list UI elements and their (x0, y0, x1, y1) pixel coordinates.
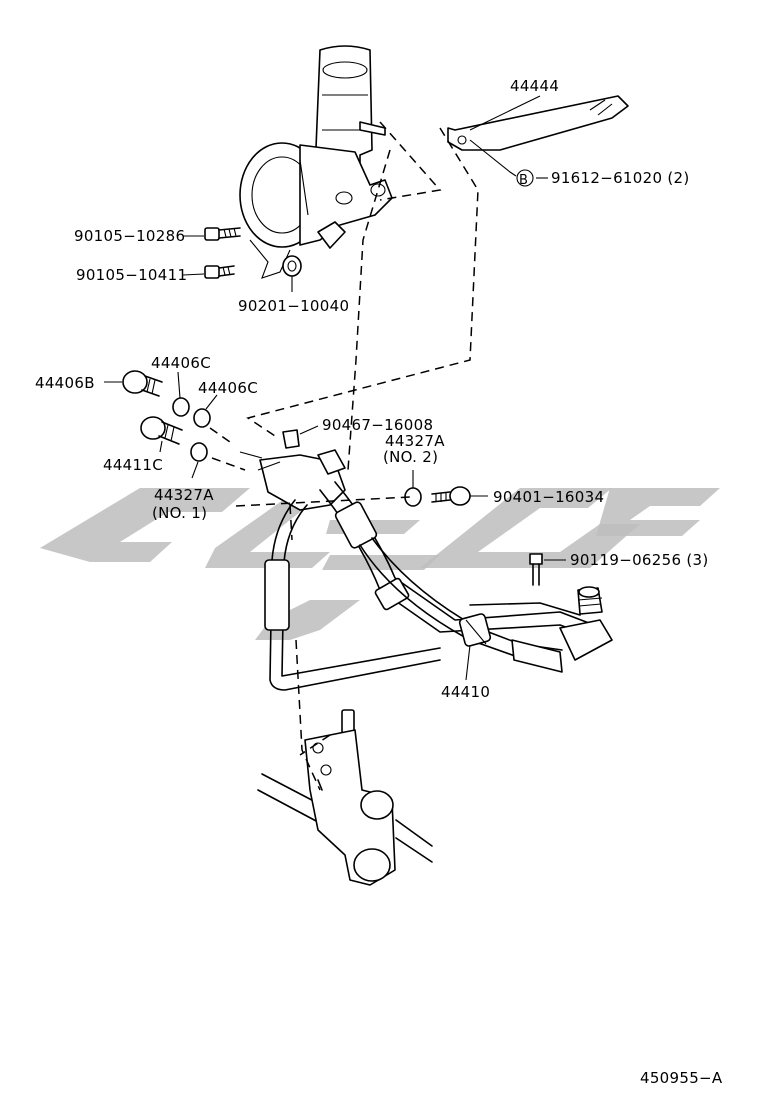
label-90467-16008: 90467−16008 (322, 416, 433, 434)
pressure-switch-icon (577, 586, 603, 615)
leader-lines (104, 95, 566, 791)
label-91612-61020: 91612−61020 (2) (551, 169, 690, 187)
label-44410: 44410 (441, 683, 490, 701)
label-90201-10040: 90201−10040 (238, 297, 349, 315)
label-44444: 44444 (510, 77, 559, 95)
label-44327a-no1: 44327A (154, 486, 214, 504)
label-90105-10411: 90105−10411 (76, 266, 187, 284)
label-44327a-no2: 44327A (385, 432, 445, 450)
label-90105-10286: 90105−10286 (74, 227, 185, 245)
hose-assembly-icon (239, 449, 613, 691)
label-44327a-no2-sub: (NO. 2) (383, 448, 438, 466)
power-steering-pump-icon (239, 45, 393, 279)
assembly-lines (209, 121, 479, 791)
label-b-marker: B (519, 173, 528, 188)
bolt-icon (204, 227, 241, 279)
washer-icon (282, 255, 302, 277)
b-marker-icon (516, 169, 534, 187)
bracket-icon (447, 95, 629, 151)
label-44406b: 44406B (35, 374, 95, 392)
label-44327a-no1-sub: (NO. 1) (152, 504, 207, 522)
figure-id: 450955−A (640, 1069, 723, 1087)
label-44411c: 44411C (103, 456, 163, 474)
clamp-icon (458, 613, 492, 647)
union-bolt-icon (122, 370, 183, 445)
label-44406c-a: 44406C (151, 354, 211, 372)
part-labels: 44444 B 91612−61020 (2) 90105−10286 9010… (35, 77, 723, 1087)
washer-icon (172, 397, 422, 507)
label-90119-06256: 90119−06256 (3) (570, 551, 709, 569)
label-90401-16034: 90401−16034 (493, 488, 604, 506)
steering-gear-icon (257, 709, 433, 886)
label-44406c-b: 44406C (198, 379, 258, 397)
